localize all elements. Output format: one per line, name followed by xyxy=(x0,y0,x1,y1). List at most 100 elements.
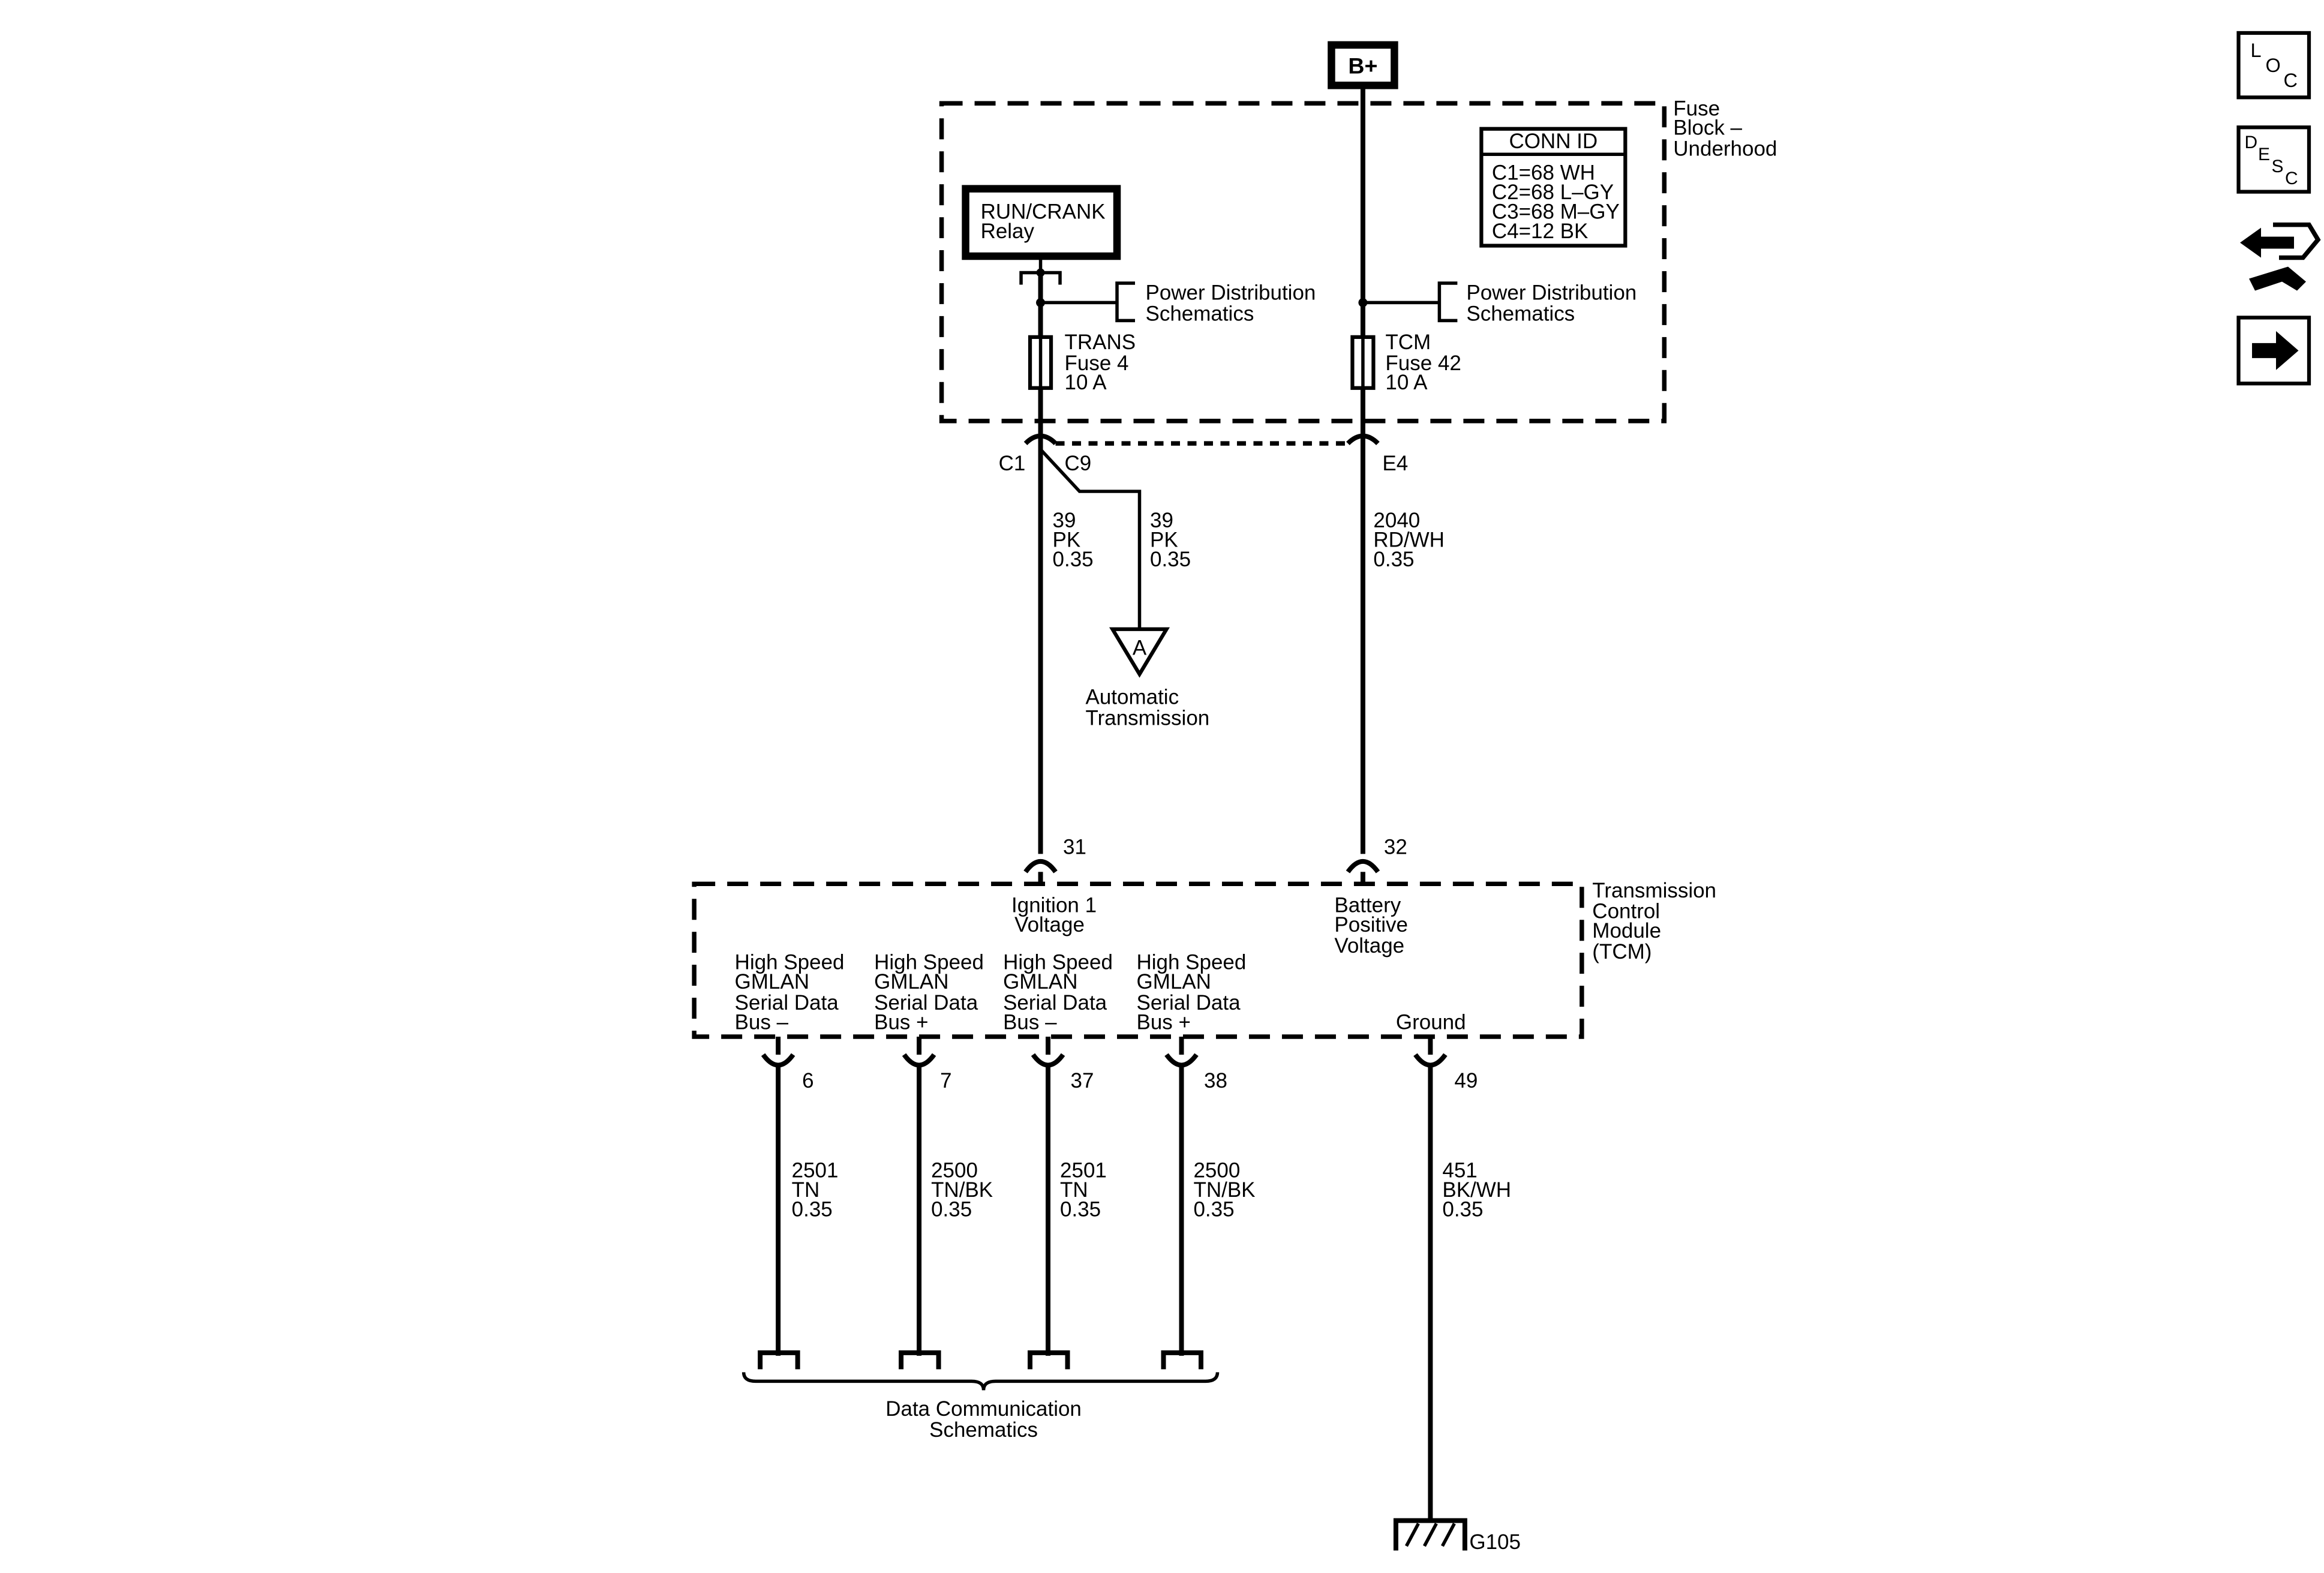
desc-icon-e: E xyxy=(2258,145,2270,164)
offpage-label-2: Transmission xyxy=(1086,707,1210,730)
power-dist-left-2: Schematics xyxy=(1146,302,1254,325)
power-dist-right-1: Power Distribution xyxy=(1466,281,1637,304)
fuse-block-name-3: Underhood xyxy=(1673,137,1777,161)
pin-49-label: 49 xyxy=(1454,1069,1478,1092)
batt-wire-size: 0.35 xyxy=(1373,548,1414,571)
connector-pin-49 xyxy=(1413,1053,1448,1068)
fuse-block-name-1: Fuse xyxy=(1673,97,1720,120)
branch-wire-size: 0.35 xyxy=(1150,548,1191,571)
w49-color: BK/WH xyxy=(1442,1178,1511,1202)
connector-tool-wrench xyxy=(2249,266,2307,291)
tcm-name-1: Transmission xyxy=(1592,879,1716,902)
tcm-ign-label-2: Voltage xyxy=(1014,913,1085,936)
connector-c9-label: C9 xyxy=(1065,452,1092,475)
relay-label-1: RUN/CRANK xyxy=(981,200,1106,224)
pin-37-label: 37 xyxy=(1071,1069,1094,1092)
connector-tool-body xyxy=(2273,222,2321,260)
w6-size: 0.35 xyxy=(792,1198,833,1221)
branch-wire xyxy=(1039,448,1142,629)
pin-32-label: 32 xyxy=(1384,835,1407,858)
relay-label-2: Relay xyxy=(981,220,1035,243)
desc-icon[interactable]: D E S C xyxy=(2236,125,2311,194)
w38-size: 0.35 xyxy=(1193,1198,1234,1221)
connector-pin-6 xyxy=(761,1053,795,1068)
connector-tool-icon[interactable] xyxy=(2240,222,2321,291)
fuse-tcm-label-3: 10 A xyxy=(1385,371,1428,394)
dlc-terminal-4 xyxy=(1161,1350,1203,1370)
offpage-connector-a xyxy=(1109,627,1170,678)
fuse-block-name-2: Block – xyxy=(1673,116,1742,140)
pin-49-group xyxy=(1413,1037,1448,1521)
branch-wire-circuit: 39 xyxy=(1150,509,1173,532)
tcm-bus4-label-4: Bus + xyxy=(1137,1011,1191,1034)
ground-hatch-3 xyxy=(1440,1523,1456,1547)
conn-id-line-1: C1=68 WH xyxy=(1492,161,1595,185)
pin-6-group xyxy=(761,1037,795,1356)
fuse-tcm-label-2: Fuse 42 xyxy=(1385,352,1461,375)
dlc-terminal-3 xyxy=(1028,1350,1070,1370)
conn-id-box xyxy=(1479,127,1628,248)
dlc-terminal-2 xyxy=(899,1350,941,1370)
pin-7-label: 7 xyxy=(940,1069,951,1092)
connector-pin-31 xyxy=(1023,859,1058,873)
desc-icon-c: C xyxy=(2285,169,2298,188)
power-dist-left-bracket xyxy=(1115,281,1136,323)
data-comm-brace xyxy=(741,1372,1220,1391)
w37-circuit: 2501 xyxy=(1060,1159,1107,1182)
conn-id-line-4: C4=12 BK xyxy=(1492,220,1588,243)
loc-icon-frame xyxy=(2236,31,2311,100)
loc-icon-l: L xyxy=(2251,40,2262,61)
connector-e4-label: E4 xyxy=(1382,452,1408,475)
tcm-bus2-label-1: High Speed xyxy=(874,951,984,974)
tcm-bus4-label-1: High Speed xyxy=(1137,951,1247,974)
ground-label: G105 xyxy=(1469,1530,1521,1554)
connector-pin-7 xyxy=(902,1053,936,1068)
pin-7-group xyxy=(902,1037,936,1356)
tcm-bus2-label-4: Bus + xyxy=(874,1011,928,1034)
tcm-name-2: Control xyxy=(1592,900,1660,923)
loc-icon-c: C xyxy=(2284,70,2298,91)
connector-tool-arrow xyxy=(2240,227,2295,258)
offpage-letter: A xyxy=(1133,636,1147,659)
pin-37-group xyxy=(1031,1037,1065,1356)
pin-31-label: 31 xyxy=(1063,835,1086,858)
power-dist-left-1: Power Distribution xyxy=(1146,281,1316,304)
tcm-bus4-label-3: Serial Data xyxy=(1137,991,1241,1014)
batt-wire-color: RD/WH xyxy=(1373,528,1445,551)
ground-hatch-2 xyxy=(1422,1523,1438,1547)
tcm-bus1-label-1: High Speed xyxy=(735,951,845,974)
w7-size: 0.35 xyxy=(931,1198,972,1221)
tcm-bus1-label-4: Bus – xyxy=(735,1011,789,1034)
next-arrow-icon[interactable] xyxy=(2236,316,2311,386)
data-comm-label-1: Data Communication xyxy=(885,1397,1082,1421)
tcm-bus3-label-3: Serial Data xyxy=(1003,991,1107,1014)
desc-icon-d: D xyxy=(2245,133,2258,152)
tcm-bus3-label-1: High Speed xyxy=(1003,951,1113,974)
tcm-bus4-label-2: GMLAN xyxy=(1137,970,1211,993)
w6-circuit: 2501 xyxy=(792,1159,839,1182)
desc-icon-frame xyxy=(2236,125,2311,194)
w37-color: TN xyxy=(1060,1178,1088,1202)
pin-38-label: 38 xyxy=(1204,1069,1227,1092)
loc-icon[interactable]: L O C xyxy=(2236,31,2311,100)
branch-wire-color: PK xyxy=(1150,528,1178,551)
connector-c1 xyxy=(1023,433,1058,446)
tcm-bus2-label-2: GMLAN xyxy=(874,970,948,993)
w38-circuit: 2500 xyxy=(1193,1159,1240,1182)
tcm-ground-label: Ground xyxy=(1396,1011,1466,1034)
next-arrow-shape xyxy=(2252,331,2299,370)
offpage-label-1: Automatic xyxy=(1086,686,1179,709)
tcm-bus3-label-4: Bus – xyxy=(1003,1011,1057,1034)
fuse-trans-label-1: TRANS xyxy=(1065,331,1136,354)
tcm-bus1-label-2: GMLAN xyxy=(735,970,809,993)
w38-color: TN/BK xyxy=(1193,1178,1255,1202)
w49-circuit: 451 xyxy=(1442,1159,1477,1182)
fuse-trans-label-2: Fuse 4 xyxy=(1065,352,1129,375)
tcm-batt-label-2: Positive xyxy=(1334,913,1408,936)
tcm-outline xyxy=(692,881,1584,1039)
connector-c1-label: C1 xyxy=(999,452,1026,475)
tcm-bus3-label-2: GMLAN xyxy=(1003,970,1077,993)
w49-size: 0.35 xyxy=(1442,1198,1483,1221)
w7-circuit: 2500 xyxy=(931,1159,978,1182)
battery-positive-label: B+ xyxy=(1348,53,1377,78)
